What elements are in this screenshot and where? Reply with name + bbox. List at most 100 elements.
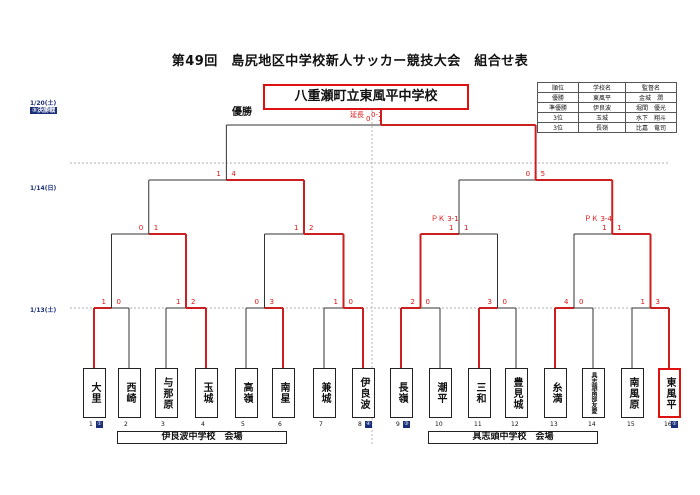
team-number: 10 — [435, 421, 443, 428]
team-number: 15 — [627, 421, 635, 428]
pk-score: ＰＫ 3-1 — [431, 215, 459, 223]
table-row: 3位 長嶺 比嘉 竜司 — [537, 122, 677, 133]
seed-badge: ③ — [403, 421, 410, 428]
team-name: 大里 — [89, 382, 100, 404]
page-title: 第49回 島尻地区中学校新人サッカー競技大会 組合せ表 — [171, 54, 529, 69]
team-box: 具志頭南部友愛 — [582, 368, 605, 418]
team-name: 糸満 — [550, 382, 561, 404]
team-box: 兼城 — [313, 368, 336, 418]
team-name: 高嶺 — [241, 382, 252, 404]
team-number: 9 — [396, 421, 400, 428]
team-box: 豊見城 — [505, 368, 528, 418]
results-table: 順位 学校名 監督名 優勝 東風平 金城 潤 準優勝 伊良波 堀間 優光 3位 … — [537, 82, 677, 133]
team-name: 伊良波 — [358, 376, 369, 410]
team-box: 大里 — [83, 368, 106, 418]
pk-score: ＰＫ 3-4 — [584, 215, 612, 223]
team-number: 11 — [474, 421, 482, 428]
team-number: 5 — [241, 421, 245, 428]
date-label: 1/20(土) — [30, 100, 57, 107]
team-name: 長嶺 — [396, 382, 407, 404]
round1-score: 0 — [425, 298, 430, 306]
round1-score: 3 — [269, 298, 274, 306]
team-box: 玉城 — [195, 368, 218, 418]
semifinal-score: 1 — [216, 170, 221, 178]
team-number: 16 — [664, 421, 672, 428]
round1-score: 0 — [502, 298, 507, 306]
table-cell: 比嘉 竜司 — [625, 122, 677, 133]
quarterfinal-score: 1 — [294, 224, 299, 232]
champion-box: 八重瀬町立東風平中学校 — [263, 84, 469, 110]
team-name: 西崎 — [124, 382, 135, 404]
final-score: 1 — [378, 115, 383, 123]
quarterfinal-score: 1 — [153, 224, 159, 232]
team-name: 南風原 — [627, 376, 638, 410]
team-box: 西崎 — [118, 368, 141, 418]
team-box: 南星 — [272, 368, 295, 418]
team-number: 6 — [278, 421, 282, 428]
team-name: 兼城 — [319, 382, 330, 404]
team-number: 13 — [550, 421, 558, 428]
team-number: 2 — [124, 421, 128, 428]
semifinal-score: 4 — [231, 170, 236, 178]
team-name: 豊見城 — [511, 376, 522, 410]
team-box: 高嶺 — [235, 368, 258, 418]
round1-score: 0 — [579, 298, 584, 306]
round1-score: 3 — [487, 298, 492, 306]
team-name: 東風平 — [664, 376, 675, 410]
seed-badge: ② — [671, 421, 678, 428]
team-box: 長嶺 — [390, 368, 413, 418]
final-extra-time: 延長 — [350, 111, 364, 119]
champion-label: 優勝 — [232, 107, 252, 118]
quarterfinal-score: 1 — [617, 224, 622, 232]
team-name: 三和 — [474, 382, 485, 404]
final-score: 0 — [366, 115, 371, 123]
round-label: ③決勝戦 — [30, 107, 58, 114]
round1-score: 1 — [176, 298, 181, 306]
round1-score: 1 — [640, 298, 645, 306]
date-tag-semifinal: 1/14(日) — [30, 185, 56, 192]
team-name: 潮平 — [435, 382, 446, 404]
round1-score: 4 — [564, 298, 569, 306]
seed-badge: ① — [96, 421, 103, 428]
semifinal-score: 0 — [525, 170, 531, 178]
team-box: 三和 — [468, 368, 491, 418]
semifinal-score: 5 — [540, 170, 546, 178]
round1-score: 0 — [348, 298, 353, 306]
venue-left: 伊良波中学校 会場 — [117, 431, 287, 444]
team-box: 南風原 — [621, 368, 644, 418]
round1-score: 1 — [333, 298, 338, 306]
quarterfinal-score: 0 — [138, 224, 144, 232]
team-name: 与那原 — [161, 376, 172, 410]
round1-score: 3 — [655, 298, 660, 306]
team-number: 7 — [319, 421, 323, 428]
quarterfinal-score: 1 — [464, 224, 469, 232]
date-label: 1/13(土) — [30, 307, 57, 314]
team-number: 4 — [201, 421, 205, 428]
quarterfinal-score: 1 — [602, 224, 607, 232]
round1-score: 2 — [191, 298, 196, 306]
date-tag-final: 1/20(土) ③決勝戦 — [30, 100, 58, 114]
team-box: 与那原 — [155, 368, 178, 418]
round1-score: 1 — [101, 298, 106, 306]
team-number: 14 — [588, 421, 596, 428]
team-box: 潮平 — [429, 368, 452, 418]
team-number: 3 — [161, 421, 165, 428]
team-box: 伊良波 — [352, 368, 375, 418]
team-number: 1 — [89, 421, 93, 428]
quarterfinal-score: 2 — [309, 224, 314, 232]
date-label: 1/14(日) — [30, 185, 57, 192]
team-box: 東風平 — [658, 368, 681, 418]
round1-score: 0 — [116, 298, 121, 306]
team-box: 糸満 — [544, 368, 567, 418]
team-name: 玉城 — [201, 382, 212, 404]
team-name: 南星 — [278, 382, 289, 404]
team-number: 12 — [511, 421, 519, 428]
team-number: 8 — [358, 421, 362, 428]
round1-score: 0 — [254, 298, 259, 306]
final-score: 0-1 — [371, 111, 383, 119]
round1-score: 2 — [410, 298, 415, 306]
quarterfinal-score: 1 — [449, 224, 454, 232]
date-tag-first-round: 1/13(土) — [30, 307, 56, 314]
venue-right: 具志頭中学校 会場 — [428, 431, 598, 444]
